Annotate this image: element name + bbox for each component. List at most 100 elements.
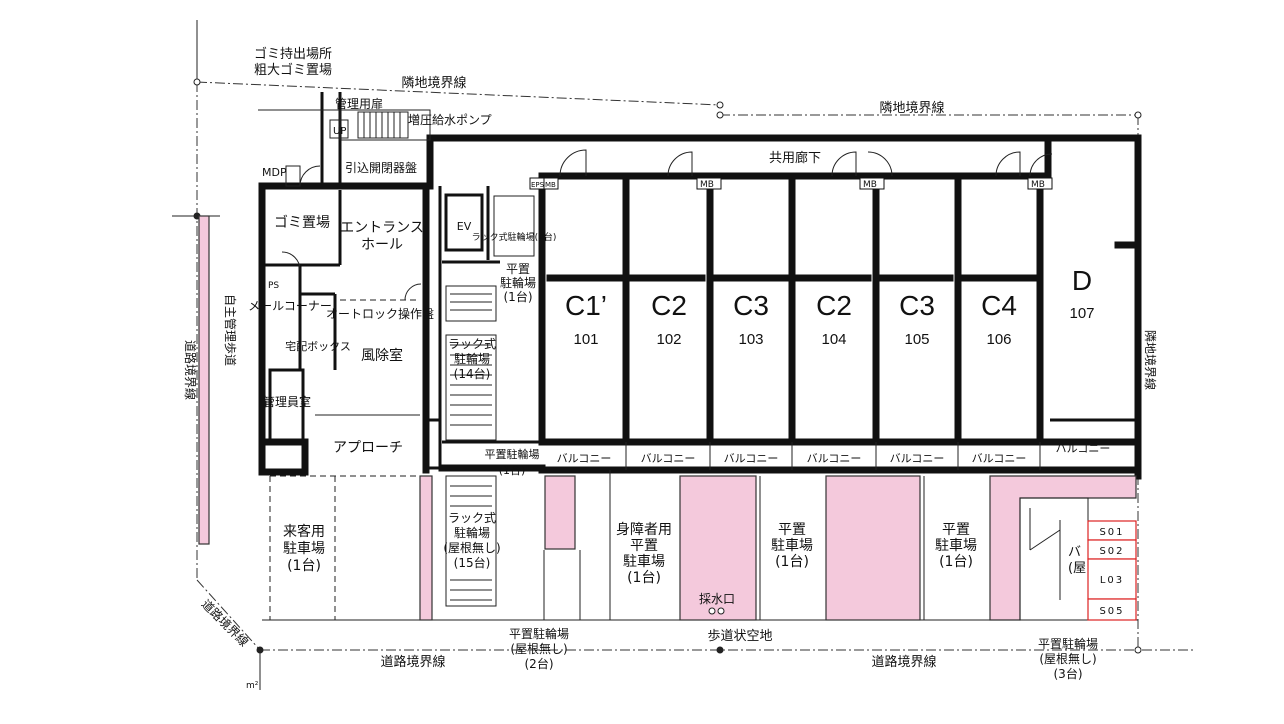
- stairs: [285, 111, 409, 187]
- sidewalk-space-label: 歩道状空地: [707, 629, 772, 644]
- manager-room-label: 管理員室: [263, 394, 311, 409]
- flat-bike-label-2: 駐輪場: [500, 275, 536, 290]
- building-walls: [258, 92, 1142, 480]
- unit-number-107: 107: [1069, 305, 1094, 322]
- mb-label-1: MB: [545, 181, 556, 189]
- entrance-hall-label-1: エントランス: [340, 220, 424, 236]
- rack-bike-low-label-4: (15台): [454, 555, 491, 570]
- door-swings: [281, 149, 1053, 301]
- flat-bike-right-label-3: (3台): [1054, 666, 1083, 681]
- right-partial-label-2: (屋: [1068, 561, 1086, 576]
- road-boundary-diagonal: 道路境界線: [199, 596, 252, 649]
- unit-type-101: C1’: [565, 290, 607, 321]
- unit-type-105: C3: [899, 290, 935, 321]
- balcony-label-104: バルコニー: [807, 452, 862, 465]
- road-boundary-bottom-right: 道路境界線: [871, 654, 936, 670]
- visitor-parking-label-2: 駐車場: [283, 540, 325, 557]
- flat-parking-a-label-3: (1台): [775, 554, 809, 570]
- eps-label: EPS: [531, 181, 545, 189]
- rack-bike-low-label-2: 駐輪場: [454, 525, 490, 540]
- mdp-label: MDP: [262, 166, 287, 179]
- neighbor-boundary-right-label: 隣地境界線: [1143, 330, 1158, 390]
- unit-number-101: 101: [573, 331, 598, 348]
- bike-slot-l03: L03: [1100, 575, 1124, 586]
- autolock-label: オートロック操作盤: [326, 306, 434, 321]
- flat-bike-label-3: (1台): [504, 289, 533, 304]
- rack-bike-low-label-1: ラック式: [448, 511, 496, 525]
- balcony-label-107: バルコニー: [1056, 442, 1111, 455]
- rack-bike-low-label-3: (屋根無し): [443, 540, 500, 555]
- planting-disabled: [679, 475, 757, 621]
- road-boundary-bottom-left: 道路境界線: [380, 654, 445, 670]
- ev-label: EV: [457, 220, 472, 233]
- disabled-parking-label-3: 駐車場: [623, 553, 665, 570]
- balcony-label-101: バルコニー: [557, 452, 612, 465]
- self-managed-walkway: [198, 215, 210, 545]
- flat-parking-b-label-3: (1台): [939, 554, 973, 570]
- balcony-label-106: バルコニー: [972, 452, 1027, 465]
- water-intake-icon: [708, 607, 716, 615]
- flat-parking-a-label-1: 平置: [778, 522, 806, 538]
- site-boundary: [172, 20, 1195, 690]
- flat-parking-b-label-1: 平置: [942, 522, 970, 538]
- flat-bike-right-label-2: (屋根無し): [1039, 651, 1096, 666]
- pump-label: 増圧給水ポンプ: [408, 113, 492, 127]
- rack-bike-top-label: ラック式駐輪場(4台): [472, 231, 557, 243]
- neighbor-boundary-top-right: 隣地境界線: [879, 100, 944, 116]
- area-unit-label: m²: [246, 681, 259, 691]
- unit-number-103: 103: [738, 331, 763, 348]
- bulky-garbage-label: 粗大ゴミ置場: [254, 62, 332, 78]
- rack-bike-mid-label-3: (14台): [454, 366, 491, 381]
- unit-type-106: C4: [981, 290, 1017, 321]
- water-intake-label: 採水口: [699, 592, 735, 606]
- unit-type-102: C2: [651, 290, 687, 321]
- flat-bike-bottom-label-1: 平置駐輪場: [509, 626, 569, 641]
- road-boundary-left-label: 道路境界線: [183, 340, 198, 400]
- flat-bike-label-1: 平置: [506, 262, 530, 276]
- disabled-parking-label-1: 身障者用: [616, 522, 672, 538]
- delivery-box-label: 宅配ボックス: [285, 339, 351, 353]
- water-intake-icon: [717, 607, 725, 615]
- mb-label-4: MB: [1031, 180, 1045, 190]
- flat-bike-right-label-1: 平置駐輪場: [1038, 636, 1098, 651]
- balcony-label-105: バルコニー: [890, 452, 945, 465]
- right-partial-label-1: バ: [1068, 545, 1081, 560]
- meter-boxes: [529, 177, 1053, 190]
- flat-bike-small-label: 平置駐輪場: [485, 447, 540, 461]
- neighbor-boundary-top-left: 隣地境界線: [401, 75, 466, 91]
- planting-flat-a: [825, 475, 921, 621]
- mb-label-2: MB: [700, 180, 714, 190]
- planting-bike-bottom: [544, 475, 576, 550]
- unit-number-102: 102: [656, 331, 681, 348]
- unit-partitions: [546, 134, 1142, 470]
- unit-number-105: 105: [904, 331, 929, 348]
- unit-type-103: C3: [733, 290, 769, 321]
- visitor-parking-label-3: (1台): [287, 558, 321, 574]
- flat-bike-small-count: (1台): [499, 463, 526, 477]
- disabled-parking-label-2: 平置: [630, 538, 658, 554]
- flat-parking-b-label-2: 駐車場: [935, 537, 977, 554]
- flat-bike-bottom-label-2: (屋根無し): [510, 641, 567, 656]
- bike-slot-s05: S05: [1099, 606, 1124, 617]
- visitor-parking-label-1: 来客用: [283, 523, 325, 540]
- approach-label: アプローチ: [333, 440, 403, 456]
- flat-parking-a-label-2: 駐車場: [771, 537, 813, 554]
- planting-bike-left: [419, 475, 433, 621]
- windbreak-label: 風除室: [361, 347, 403, 364]
- management-door-label: 管理用扉: [335, 96, 383, 111]
- ps-label: PS: [268, 281, 279, 291]
- bike-slot-s01: S01: [1099, 527, 1124, 538]
- garbage-collect-label: ゴミ持出場所: [254, 46, 332, 62]
- balcony-label-102: バルコニー: [641, 452, 696, 465]
- mb-label-3: MB: [863, 180, 877, 190]
- common-corridor-label: 共用廊下: [769, 150, 821, 166]
- bike-slot-s02: S02: [1099, 546, 1124, 557]
- rack-bike-mid-label-2: 駐輪場: [454, 351, 490, 366]
- flat-bike-bottom-label-3: (2台): [525, 656, 554, 671]
- unit-number-104: 104: [821, 331, 846, 348]
- bike-slots: [1087, 520, 1137, 621]
- rack-bike-mid-label-1: ラック式: [448, 337, 496, 351]
- incoming-panel-label: 引込開閉器盤: [345, 161, 417, 175]
- self-walk-label: 自主管理歩道: [223, 294, 238, 366]
